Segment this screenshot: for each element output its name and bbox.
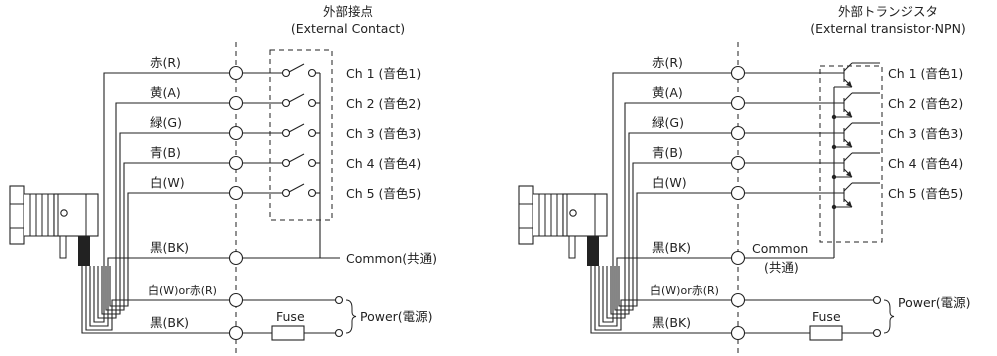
power-circuit	[744, 295, 895, 341]
cable-bundle	[590, 72, 738, 334]
wire-label: 赤(R)	[150, 55, 181, 70]
channel-label: Ch 5 (音色5)	[888, 186, 963, 201]
wire-label: 黄(A)	[150, 85, 181, 100]
transistor-array	[744, 62, 880, 259]
fuse-label: Fuse	[276, 309, 305, 324]
channel-label: Ch 4 (音色4)	[346, 156, 421, 171]
switch-ch4	[242, 153, 320, 168]
terminal	[730, 125, 746, 141]
speaker-icon	[9, 185, 99, 266]
right-panel: 赤(R) 黄(A) 緑(G) 青(B) 白(W) 黒(BK) 白(W)or赤(R…	[518, 4, 971, 356]
wire-label: 黒(BK)	[150, 240, 189, 255]
transistor-ch5	[744, 182, 868, 208]
external-transistor-box	[819, 65, 883, 243]
wire-label: 黒(BK)	[652, 315, 691, 330]
terminal	[228, 125, 244, 141]
terminal	[730, 250, 746, 266]
wire-label: 赤(R)	[652, 55, 683, 70]
wire-label: 青(B)	[150, 145, 181, 160]
wire-label: 緑(G)	[652, 115, 684, 130]
terminal	[228, 95, 244, 111]
channel-label: Ch 4 (音色4)	[888, 156, 963, 171]
transistor-ch3	[744, 122, 868, 148]
common-label: Common	[752, 241, 808, 256]
speaker-icon	[518, 185, 608, 266]
power-circuit	[242, 295, 357, 341]
wire-label: 黒(BK)	[652, 240, 691, 255]
diagram-title: 外部トランジスタ	[838, 4, 938, 19]
switch-ch1	[242, 63, 320, 78]
wire-label: 黒(BK)	[150, 315, 189, 330]
contact-switches	[242, 63, 340, 259]
common-label: Common(共通)	[346, 251, 437, 266]
diagram-title: 外部接点	[323, 4, 373, 19]
terminal	[228, 65, 244, 81]
wire-label: 白(W)	[150, 175, 185, 190]
terminal	[228, 250, 244, 266]
channel-label: Ch 1 (音色1)	[888, 66, 963, 81]
terminal	[730, 95, 746, 111]
channel-label: Ch 3 (音色3)	[888, 126, 963, 141]
common-label-sub: (共通)	[764, 260, 799, 275]
channel-label: Ch 1 (音色1)	[346, 66, 421, 81]
terminal	[730, 325, 746, 341]
fuse-icon	[271, 325, 305, 341]
transistor-ch1	[744, 62, 880, 88]
wire-label: 白(W)or赤(R)	[650, 283, 719, 297]
diagram-subtitle: (External Contact)	[291, 21, 405, 36]
power-label: Power(電源)	[898, 295, 971, 310]
left-panel: 赤(R) 黄(A) 緑(G) 青(B) 白(W) 黒(BK) 白(W)or赤(R…	[9, 4, 437, 356]
channel-label: Ch 2 (音色2)	[346, 96, 421, 111]
terminal-block	[730, 65, 746, 341]
terminal	[228, 325, 244, 341]
fuse-icon	[809, 325, 843, 341]
wire-label: 青(B)	[652, 145, 683, 160]
diagram-subtitle: (External transistor·NPN)	[810, 21, 966, 36]
transistor-ch4	[744, 152, 868, 178]
wire-label: 白(W)or赤(R)	[148, 283, 217, 297]
switch-ch2	[242, 93, 320, 108]
fuse-label: Fuse	[812, 309, 841, 324]
terminal	[730, 292, 746, 308]
transistor-ch2	[744, 92, 868, 118]
terminal	[228, 185, 244, 201]
terminal	[228, 292, 244, 308]
external-contact-box	[269, 49, 333, 221]
terminal	[730, 155, 746, 171]
cable-bundle	[81, 72, 236, 334]
wire-label: 黄(A)	[652, 85, 683, 100]
terminal-block	[228, 65, 244, 341]
channel-label: Ch 2 (音色2)	[888, 96, 963, 111]
terminal	[228, 155, 244, 171]
channel-label: Ch 5 (音色5)	[346, 186, 421, 201]
power-label: Power(電源)	[360, 309, 433, 324]
terminal	[730, 65, 746, 81]
terminal	[730, 185, 746, 201]
wire-label: 白(W)	[652, 175, 687, 190]
wire-label: 緑(G)	[150, 115, 182, 130]
switch-ch3	[242, 123, 320, 138]
switch-ch5	[242, 183, 320, 198]
channel-label: Ch 3 (音色3)	[346, 126, 421, 141]
